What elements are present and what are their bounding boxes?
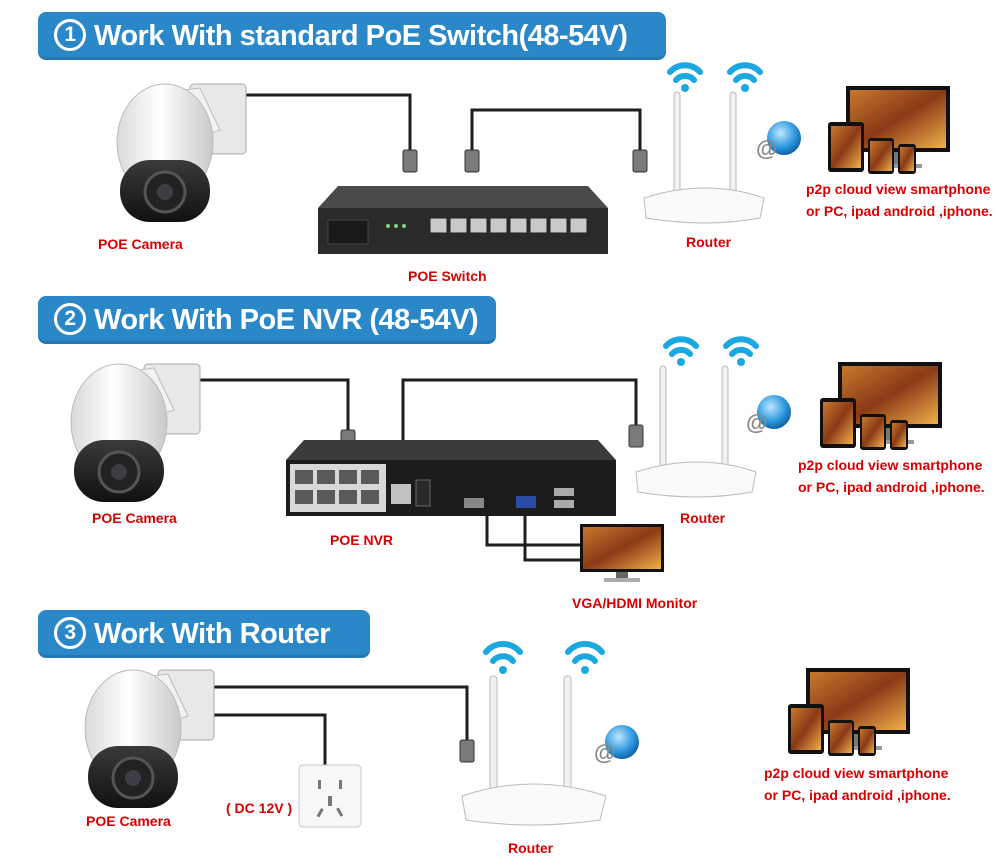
cloud-caption: p2p cloud view smartphone or PC, ipad an… — [764, 762, 951, 806]
internet-globe-icon: @ — [756, 121, 801, 160]
cloud-caption: p2p cloud view smartphone or PC, ipad an… — [806, 178, 993, 222]
cloud-caption-line2: or PC, ipad android ,iphone. — [764, 787, 951, 803]
cloud-caption-line1: p2p cloud view smartphone — [798, 457, 983, 473]
cable-camera-power — [205, 713, 327, 765]
section-number: 1 — [54, 19, 86, 51]
monitor-icon — [580, 524, 664, 582]
power-outlet-icon — [298, 764, 362, 828]
section-number: 2 — [54, 303, 86, 335]
internet-globe-icon: @ — [594, 725, 639, 764]
cloud-caption-line2: or PC, ipad android ,iphone. — [798, 479, 985, 495]
cable-hdmi-monitor — [485, 512, 600, 547]
wifi-icon — [723, 336, 759, 357]
camera-caption: POE Camera — [92, 510, 177, 526]
svg-text:@: @ — [746, 410, 767, 434]
router-icon — [461, 640, 607, 826]
ethernet-plug-icon — [628, 424, 644, 448]
internet-globe-icon: @ — [746, 395, 791, 434]
cable-camera-router — [205, 685, 469, 740]
router-caption: Router — [680, 510, 726, 526]
router-icon — [635, 336, 759, 498]
ptz-camera-icon — [84, 669, 215, 808]
ethernet-plug-icon — [632, 149, 648, 173]
ethernet-plug-icon — [459, 739, 475, 763]
ethernet-plug-icon — [402, 149, 418, 173]
multi-device-icon — [828, 86, 950, 174]
svg-text:@: @ — [594, 740, 615, 764]
section-title: Work With PoE NVR (48-54V) — [94, 304, 479, 336]
cloud-caption: p2p cloud view smartphone or PC, ipad an… — [798, 454, 985, 498]
svg-text:@: @ — [756, 136, 777, 160]
router-icon — [643, 62, 765, 224]
nvr-icon — [286, 440, 616, 516]
monitor-caption: VGA/HDMI Monitor — [572, 595, 698, 611]
wifi-icon — [667, 62, 703, 83]
camera-caption: POE Camera — [98, 236, 183, 252]
wifi-icon — [727, 62, 763, 83]
camera-caption: POE Camera — [86, 813, 171, 829]
poe-switch-icon — [318, 186, 608, 254]
cable-camera-switch — [245, 93, 412, 150]
section-title: Work With Router — [94, 618, 331, 650]
ptz-camera-icon — [70, 363, 201, 502]
cable-switch-router — [470, 108, 642, 150]
router-caption: Router — [508, 840, 554, 856]
multi-device-icon — [788, 668, 910, 756]
cable-vga-monitor — [523, 512, 600, 562]
section-number: 3 — [54, 617, 86, 649]
ptz-camera-icon — [116, 83, 247, 222]
cable-camera-nvr — [195, 378, 350, 430]
cable-nvr-router — [401, 378, 638, 450]
wifi-icon — [483, 640, 523, 664]
section-title: Work With standard PoE Switch(48-54V) — [94, 20, 628, 52]
cloud-caption-line2: or PC, ipad android ,iphone. — [806, 203, 993, 219]
cloud-caption-line1: p2p cloud view smartphone — [806, 181, 991, 197]
nvr-caption: POE NVR — [330, 532, 394, 548]
cloud-caption-line1: p2p cloud view smartphone — [764, 765, 949, 781]
wifi-icon — [565, 640, 605, 664]
router-caption: Router — [686, 234, 732, 250]
power-caption: ( DC 12V ) — [226, 800, 293, 816]
ethernet-plug-icon — [464, 149, 480, 173]
wifi-icon — [663, 336, 699, 357]
multi-device-icon — [820, 362, 942, 450]
switch-caption: POE Switch — [408, 268, 487, 284]
